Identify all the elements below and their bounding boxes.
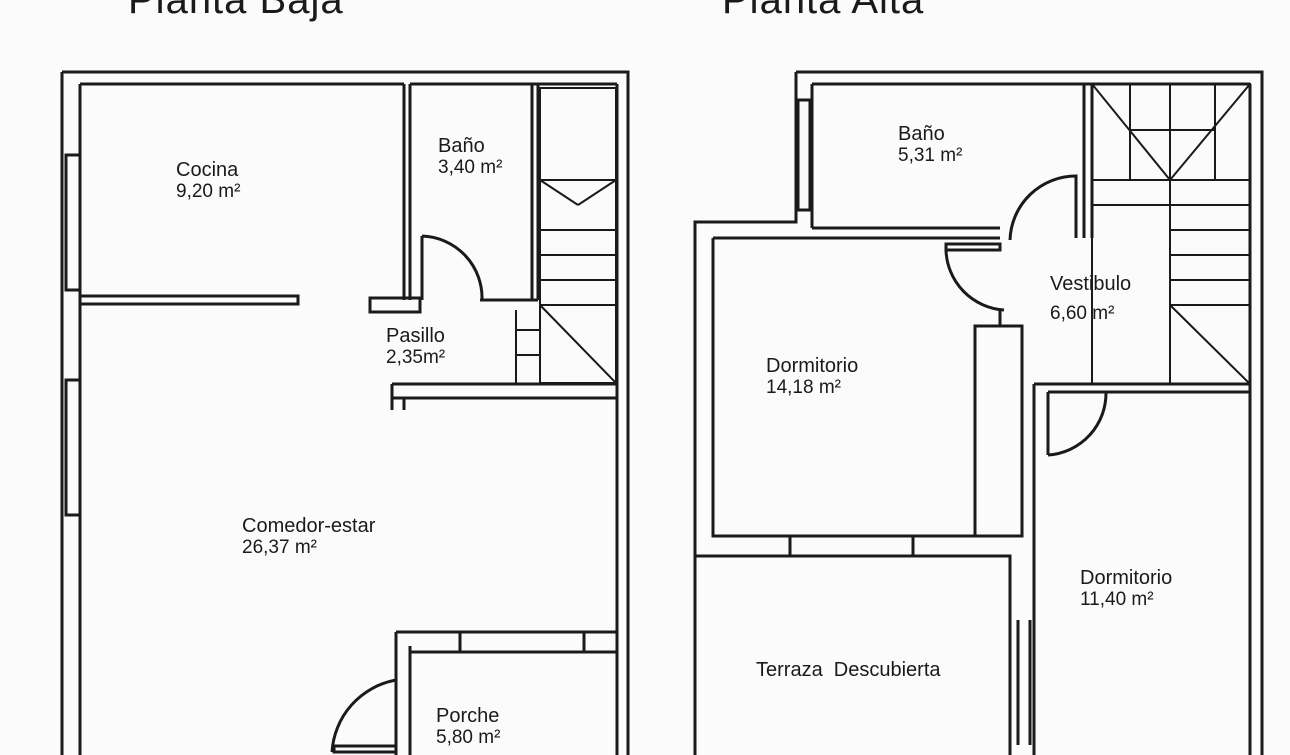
room-label-cocina: Cocina 9,20 m² (176, 159, 241, 203)
room-area: 6,60 m² (1050, 303, 1115, 324)
upper-terrace-walls (695, 536, 1032, 755)
room-name: Dormitorio (766, 355, 859, 377)
upper-floor-title: Planta Alta (722, 0, 925, 22)
ground-porch-door (330, 678, 398, 754)
room-area: 3,40 m² (438, 157, 503, 178)
upper-bedroom2-walls (1032, 382, 1250, 755)
room-area: 11,40 m² (1080, 589, 1154, 610)
upper-bedroom2-door (1047, 391, 1108, 457)
room-name: Pasillo (386, 325, 445, 347)
upper-wardrobe (973, 324, 1024, 538)
ground-hall-post (368, 296, 422, 314)
room-label-porche: Porche 5,80 m² (436, 705, 501, 749)
ground-kitchen-wall (80, 294, 300, 306)
ground-kitchen-side-wall (402, 84, 412, 300)
upper-bath-window (796, 98, 812, 212)
room-label-dormitorio1: Dormitorio 14,18 m² (766, 355, 859, 399)
room-name: Baño (898, 123, 945, 145)
room-name: Vestibulo (1050, 273, 1132, 295)
room-area: 5,80 m² (436, 727, 501, 748)
ground-floor-title: Planta Baja (128, 0, 344, 22)
room-name: Dormitorio (1080, 567, 1173, 589)
upper-outer-wall (693, 70, 1264, 755)
upper-stair (1091, 83, 1251, 385)
room-name: Comedor-estar (242, 515, 376, 537)
ground-porch-walls (394, 630, 617, 755)
room-label-dormitorio2: Dormitorio 11,40 m² (1080, 567, 1173, 611)
ground-bath-walls (410, 82, 617, 302)
room-label-pasillo: Pasillo 2,35m² (386, 325, 446, 369)
room-area: 26,37 m² (242, 537, 317, 558)
room-area: 9,20 m² (176, 181, 241, 202)
room-label-comedor: Comedor-estar 26,37 m² (242, 515, 376, 559)
ground-window-living (64, 378, 82, 517)
room-label-terraza: Terraza Descubierta (756, 660, 941, 681)
room-name: Baño (438, 135, 485, 157)
room-label-bano-upper: Baño 5,31 m² (898, 123, 963, 167)
room-label-vestibulo: Vestibulo 6,60 m² (1050, 273, 1132, 325)
room-area: 14,18 m² (766, 377, 841, 398)
room-area: 2,35m² (386, 347, 446, 368)
room-name: Cocina (176, 159, 239, 181)
upper-bath-walls (810, 84, 1094, 238)
room-name: Terraza Descubierta (756, 659, 941, 681)
room-label-bano-ground: Baño 3,40 m² (438, 135, 503, 179)
room-name: Porche (436, 705, 500, 727)
ground-bath-door (420, 234, 484, 301)
ground-hall-bottom-wall (390, 382, 617, 410)
ground-floor-plan (60, 70, 630, 755)
upper-vestibule-door (944, 242, 1005, 312)
room-area: 5,31 m² (898, 145, 963, 166)
upper-floor-plan (693, 70, 1264, 755)
ground-window-kitchen (64, 153, 82, 292)
upper-bath-door (1008, 174, 1078, 241)
